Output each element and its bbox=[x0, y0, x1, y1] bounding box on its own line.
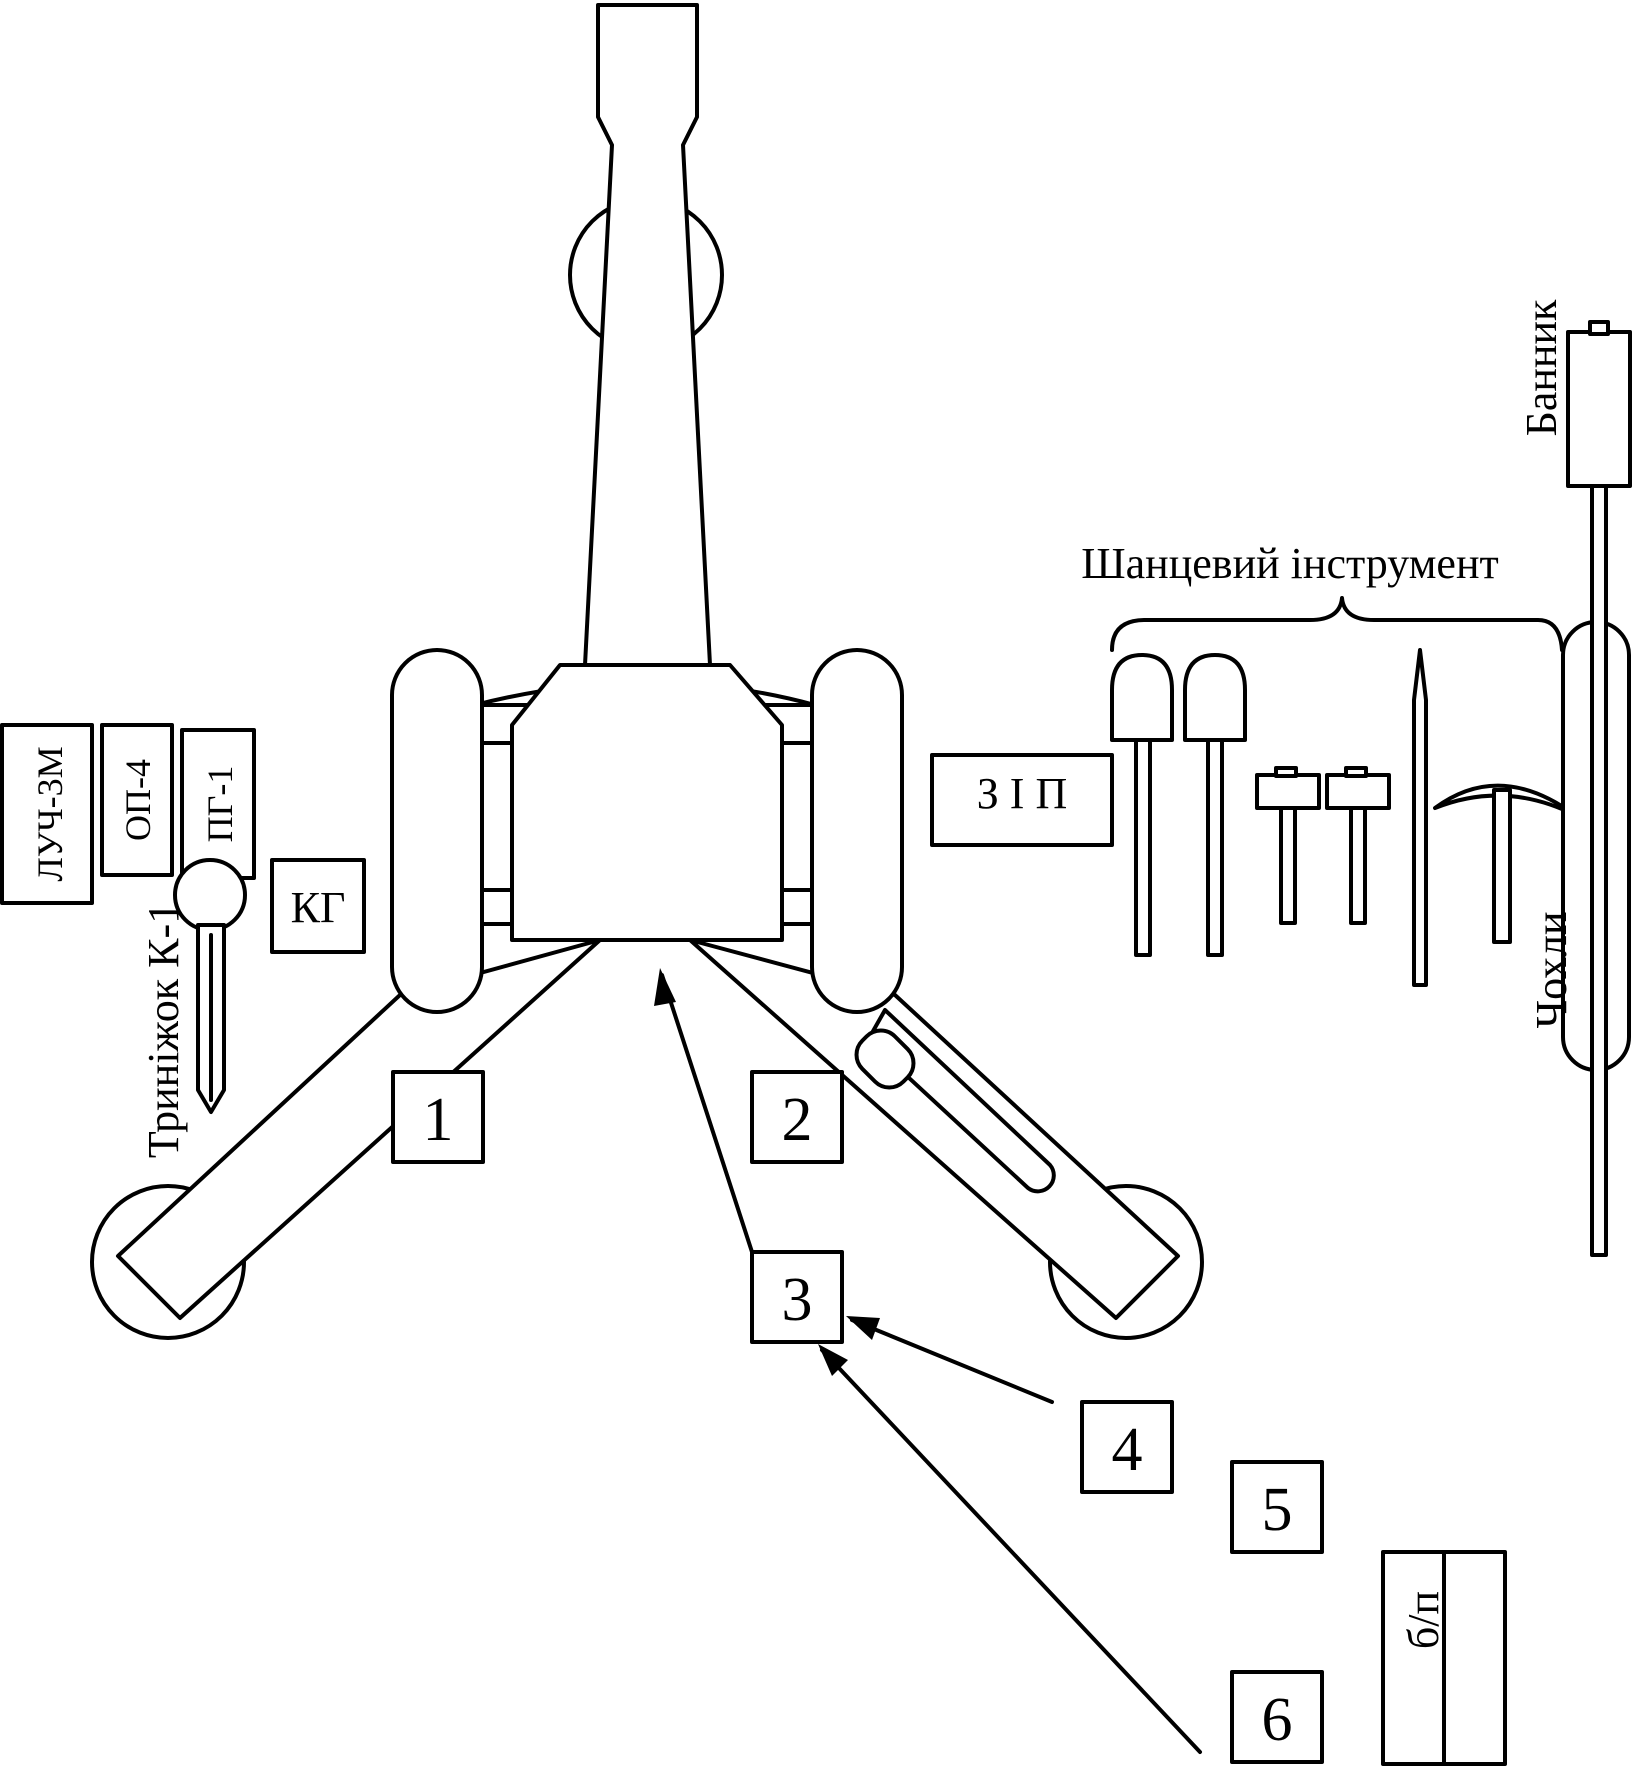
bp-label: б/п bbox=[1399, 1591, 1448, 1649]
pg-1-box: ПГ-1 bbox=[180, 728, 256, 880]
pg-1-label: ПГ-1 bbox=[200, 766, 240, 843]
kg-label: КГ bbox=[291, 883, 346, 932]
crowbar bbox=[1412, 648, 1428, 987]
right-trail-tube-cap bbox=[854, 1028, 916, 1090]
position-box-2: 2 bbox=[750, 1070, 844, 1164]
luch-3m-box: ЛУЧ-3М bbox=[0, 723, 94, 905]
left-trail bbox=[116, 938, 602, 1320]
tripod-k1 bbox=[173, 858, 247, 1114]
position-box-5: 5 bbox=[1230, 1460, 1324, 1554]
zip-label: З І П bbox=[977, 769, 1067, 818]
covers-label: Чохли bbox=[1527, 911, 1576, 1028]
carriage-body bbox=[510, 663, 784, 942]
luch-3m-label: ЛУЧ-3М bbox=[30, 746, 70, 881]
position-box-1: 1 bbox=[391, 1070, 485, 1164]
right-main-wheel bbox=[810, 648, 904, 1014]
tripod-k1-label: Триніжок К-1 bbox=[139, 902, 188, 1158]
barrel bbox=[583, 3, 712, 667]
bp-box: б/п bbox=[1381, 1550, 1507, 1766]
position-number-5: 5 bbox=[1262, 1476, 1293, 1544]
position-number-4: 4 bbox=[1112, 1416, 1143, 1484]
arrow-6-to-3 bbox=[818, 1344, 1202, 1754]
hammer-2 bbox=[1325, 766, 1391, 925]
kg-box: КГ bbox=[270, 858, 366, 954]
position-box-6: 6 bbox=[1230, 1670, 1324, 1764]
hammer-1 bbox=[1255, 766, 1321, 925]
shovel-1 bbox=[1110, 653, 1174, 957]
position-number-2: 2 bbox=[782, 1086, 813, 1154]
bore-brush-label: Банник bbox=[1517, 299, 1566, 436]
arrow-4-to-3 bbox=[846, 1316, 1054, 1404]
left-main-wheel bbox=[390, 648, 484, 1014]
bore-brush bbox=[1566, 320, 1632, 1257]
position-number-1: 1 bbox=[423, 1086, 454, 1154]
position-number-6: 6 bbox=[1262, 1686, 1293, 1754]
op-4-label: ОП-4 bbox=[118, 759, 158, 841]
shovel-2 bbox=[1183, 653, 1247, 957]
entrenching-tools-label: Шанцевий інструмент bbox=[1081, 539, 1498, 588]
op-4-box: ОП-4 bbox=[100, 723, 174, 877]
zip-box: З І П bbox=[930, 753, 1114, 847]
position-box-4: 4 bbox=[1080, 1400, 1174, 1494]
arrow-3-to-carriage bbox=[654, 968, 754, 1254]
position-box-3: 3 bbox=[750, 1250, 844, 1344]
entrenching-tools-brace bbox=[1110, 596, 1564, 652]
right-trail-tube bbox=[866, 1008, 1056, 1194]
position-number-3: 3 bbox=[782, 1266, 813, 1334]
